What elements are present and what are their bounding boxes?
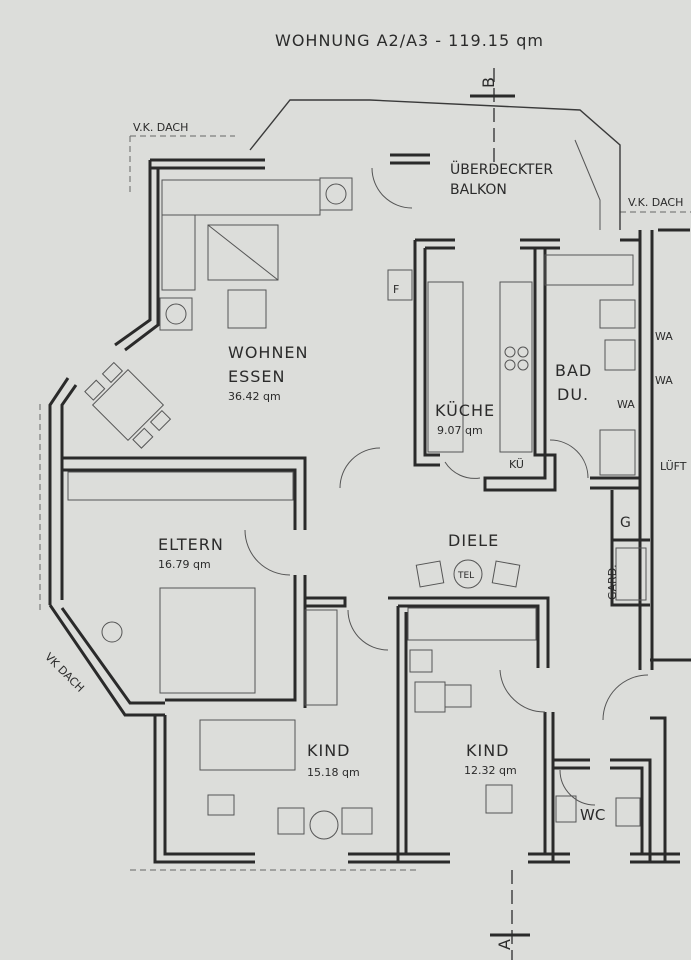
plan-title: WOHNUNG A2/A3 - 119.15 qm <box>275 31 544 50</box>
room-gard-name: GARD. <box>606 564 619 600</box>
room-wohnen-name: WOHNEN <box>228 343 309 362</box>
fixture-wa-right-1: WA <box>655 330 673 343</box>
room-eltern-name: ELTERN <box>158 535 224 554</box>
balcony <box>249 99 621 230</box>
room-essen-name: ESSEN <box>228 367 286 386</box>
roof-label-right: V.K. DACH <box>628 196 683 209</box>
fixture-fireplace: F <box>393 283 399 296</box>
door-arcs <box>244 167 649 806</box>
fixture-tel: TEL <box>457 571 474 581</box>
balcony-label-line2: BALKON <box>450 182 507 198</box>
balcony-label-line1: ÜBERDECKTER <box>450 160 553 178</box>
room-labels: WOHNEN ESSEN 36.42 qm KÜCHE 9.07 qm BAD … <box>158 343 619 824</box>
furniture <box>67 177 647 840</box>
interior-walls <box>62 238 667 862</box>
room-wc-name: WC <box>580 806 605 824</box>
fixture-g: G <box>620 515 631 531</box>
room-kind1-name: KIND <box>307 741 351 760</box>
section-marker-b: B <box>470 68 515 170</box>
fixture-wa-bath: WA <box>617 398 635 411</box>
room-kind2-area: 12.32 qm <box>464 764 517 777</box>
fixture-labels: F KÜ WA WA WA LÜFT G TEL <box>393 283 687 581</box>
fixture-lueftung: LÜFT <box>660 460 687 473</box>
section-label-a: A <box>495 938 514 950</box>
room-bad-name: BAD <box>555 361 592 380</box>
section-label-b: B <box>479 76 498 88</box>
section-marker-a: A <box>490 870 530 960</box>
roof-label-top: V.K. DACH <box>133 121 188 134</box>
exterior-walls <box>48 153 691 864</box>
fixture-kue: KÜ <box>509 458 524 471</box>
room-du-name: DU. <box>557 385 589 404</box>
room-kind2-name: KIND <box>466 741 510 760</box>
room-wohnen-area: 36.42 qm <box>228 390 281 403</box>
room-eltern-area: 16.79 qm <box>158 558 211 571</box>
room-kind1-area: 15.18 qm <box>307 766 360 779</box>
room-diele-name: DIELE <box>448 531 499 550</box>
roof-edge-lines <box>39 135 691 871</box>
fixture-wa-right-2: WA <box>655 374 673 387</box>
room-kueche-name: KÜCHE <box>435 401 495 420</box>
room-kueche-area: 9.07 qm <box>437 424 483 437</box>
